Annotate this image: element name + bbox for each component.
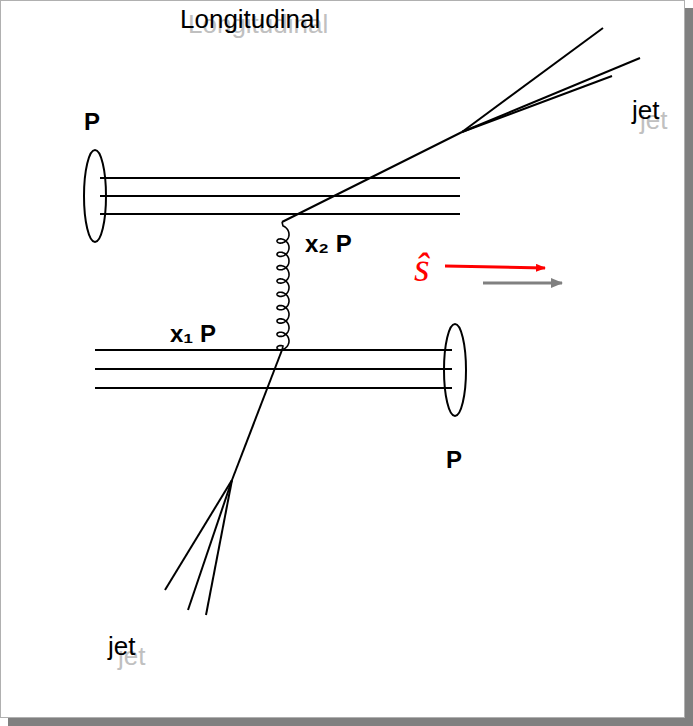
frame-shadow — [8, 718, 693, 726]
proton-line — [100, 195, 460, 197]
proton-line — [95, 387, 452, 389]
jet-line — [462, 28, 603, 132]
parton-label: x₂ P — [305, 232, 352, 256]
parton-label: x₁ P — [170, 322, 216, 346]
proton-line — [100, 177, 460, 179]
quark-line — [232, 350, 282, 480]
frame-shadow — [685, 8, 693, 726]
gluon-line — [277, 222, 289, 350]
jet-label: jet — [632, 97, 659, 123]
jet-label: jet — [108, 633, 135, 659]
frame — [1, 1, 685, 718]
jet-line — [462, 58, 640, 132]
jet-line — [462, 76, 612, 132]
quark-line — [282, 132, 462, 222]
beam-label: P — [446, 448, 462, 472]
beam-label: P — [84, 110, 100, 134]
title: Longitudinal — [180, 6, 320, 32]
proton-line — [100, 213, 460, 215]
proton-disk — [444, 324, 466, 416]
spin-arrow — [445, 266, 545, 268]
momentum-arrow — [483, 282, 562, 285]
spin-label: ŝ — [414, 248, 430, 288]
spacer — [282, 214, 460, 222]
jet-line — [206, 480, 232, 615]
proton-line — [95, 349, 452, 351]
